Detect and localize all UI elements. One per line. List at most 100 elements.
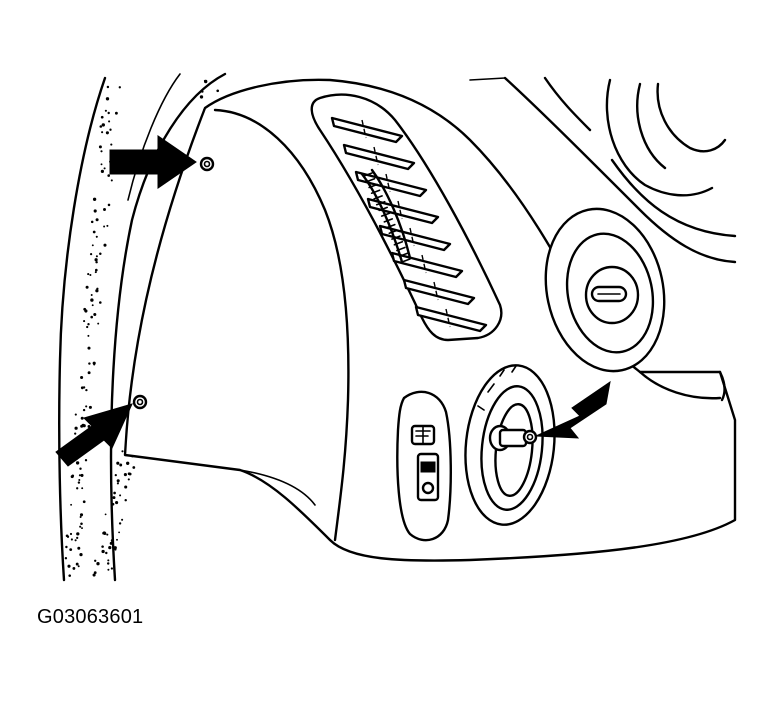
thumbwheel-tick xyxy=(391,235,401,240)
stipple-dot xyxy=(116,538,118,541)
stipple-dot xyxy=(65,545,68,549)
stipple-dot xyxy=(94,268,98,272)
stipple-dot xyxy=(91,304,94,307)
thumbwheel-tick xyxy=(388,229,399,235)
stipple-dot xyxy=(111,502,115,506)
stipple-dot xyxy=(88,405,92,409)
stipple-dot xyxy=(103,208,106,211)
stipple-dot xyxy=(90,220,94,224)
stipple-dot xyxy=(93,363,96,366)
stipple-dot xyxy=(108,545,112,550)
stipple-dot xyxy=(118,86,121,89)
stipple-dot xyxy=(79,513,84,517)
stipple-dot xyxy=(81,527,83,530)
stipple-dot xyxy=(75,461,80,465)
figure-id-label: G03063601 xyxy=(37,606,144,628)
stipple-dot xyxy=(84,309,88,313)
stipple-dot xyxy=(101,545,104,548)
stipple-dot xyxy=(90,298,94,302)
stipple-dot xyxy=(110,143,113,146)
stipple-dot xyxy=(114,111,118,115)
stipple-dot xyxy=(89,274,92,276)
thumbwheel-tick xyxy=(370,189,381,194)
stipple-dot xyxy=(79,552,83,557)
stipple-dot xyxy=(109,128,112,131)
vent-louver xyxy=(354,170,428,198)
stipple-dot xyxy=(79,525,82,528)
stipple-dot xyxy=(119,494,122,497)
screw-upper-left xyxy=(199,156,215,172)
vent-louver-hidden-edge xyxy=(409,227,415,247)
stipple-dot xyxy=(93,571,97,575)
stipple-dot xyxy=(118,531,121,534)
stipple-dot xyxy=(103,167,106,170)
stipple-dot xyxy=(105,97,110,101)
thumbwheel-tick xyxy=(363,172,373,177)
stipple-dot xyxy=(106,224,109,227)
stipple-dot xyxy=(101,549,105,554)
stipple-dot xyxy=(82,500,86,504)
stipple-dot xyxy=(123,473,127,477)
stipple-dot xyxy=(92,197,97,201)
stipple-dot xyxy=(100,163,103,166)
stipple-dot xyxy=(106,562,110,565)
stipple-dot xyxy=(70,503,73,506)
stipple-dot xyxy=(118,522,122,525)
stipple-dot xyxy=(116,482,119,485)
stipple-dot xyxy=(94,271,97,274)
stipple-dot xyxy=(74,413,77,416)
stipple-dot xyxy=(85,405,88,408)
vent-louver xyxy=(330,116,404,144)
stipple-dot xyxy=(77,481,81,484)
background-structure xyxy=(469,76,737,402)
stipple-dot xyxy=(199,95,204,99)
vent-louver xyxy=(378,224,452,252)
stipple-dot xyxy=(99,301,102,304)
thumbwheel-tick xyxy=(396,246,406,252)
ignition-switch xyxy=(544,207,666,373)
stipple-dot xyxy=(127,478,130,481)
stipple-dot xyxy=(100,115,104,119)
headlamp-switch-module xyxy=(396,390,452,542)
stipple-dot xyxy=(216,89,220,93)
stipple-dot xyxy=(64,557,68,560)
stipple-dot xyxy=(107,203,111,207)
stipple-dot xyxy=(95,289,99,293)
stipple-dot xyxy=(105,551,108,555)
stipple-dot xyxy=(121,518,124,521)
stipple-dot xyxy=(101,131,104,134)
stipple-dot xyxy=(78,479,81,481)
stipple-dot xyxy=(85,285,89,289)
stipple-dot xyxy=(86,325,89,329)
stipple-dot xyxy=(107,559,110,562)
stipple-dot xyxy=(203,79,206,82)
stipple-dot xyxy=(112,496,116,500)
stipple-dot xyxy=(94,258,98,262)
vent-louver xyxy=(366,197,440,225)
stipple-dot xyxy=(96,562,100,566)
stipple-dot xyxy=(99,125,103,128)
stipple-dot xyxy=(110,179,113,182)
thumbwheel-tick xyxy=(378,206,389,212)
stipple-dot xyxy=(119,463,123,467)
stipple-dot xyxy=(95,218,99,222)
stipple-dot xyxy=(201,90,204,93)
stipple-dot xyxy=(107,174,110,177)
stipple-dot xyxy=(113,546,117,550)
stipple-dot xyxy=(95,255,98,258)
stipple-dot xyxy=(83,320,86,323)
stipple-dot xyxy=(76,536,79,540)
stipple-dot xyxy=(100,150,103,153)
vent-louver-hidden-edge xyxy=(433,281,439,301)
vent-louver xyxy=(342,143,416,171)
stipple-dot xyxy=(85,388,88,392)
stipple-dot xyxy=(96,287,99,290)
stipple-dot xyxy=(92,573,96,577)
thumbwheel-tick xyxy=(393,241,404,246)
air-vent xyxy=(310,93,503,342)
stipple-dot xyxy=(124,485,128,489)
stipple-dot xyxy=(109,541,113,545)
stipple-dot xyxy=(93,209,97,213)
vent-louver-hidden-edge xyxy=(445,308,451,328)
